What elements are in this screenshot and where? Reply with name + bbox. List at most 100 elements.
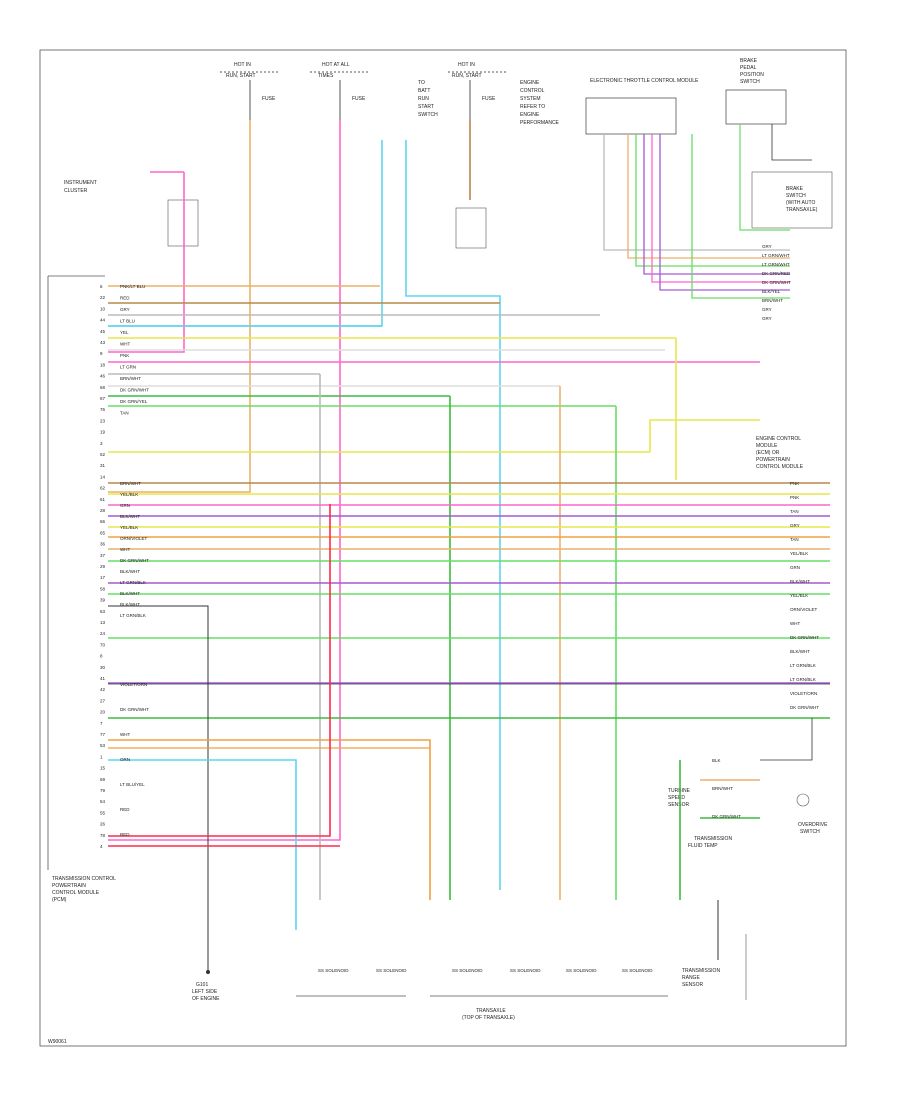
range-sensor-label-2: SENSOR (682, 982, 704, 988)
od-switch: OVERDRIVE SWITCH (796, 793, 828, 835)
wire-label-mid-6: WHT (120, 547, 130, 552)
pin-36: 42 (100, 687, 106, 692)
pin-8: 46 (100, 374, 106, 379)
tcc-label-2: (WITH AUTO (786, 200, 815, 206)
pin-2: 10 (100, 306, 106, 311)
cluster-label-1: CLUSTER (64, 188, 88, 194)
wire-label-rm-8: YEL/BLK (790, 593, 808, 598)
pcm-left-label: TRANSMISSION CONTROL POWERTRAIN CONTROL … (52, 876, 116, 903)
cluster-label: INSTRUMENT CLUSTER (64, 180, 97, 194)
pin-46: 54 (100, 799, 106, 804)
pin-29: 63 (100, 609, 106, 614)
pin-33: 8 (100, 654, 103, 659)
transaxle-label: TRANSAXLE (TOP OF TRANSAXLE) (462, 1008, 515, 1021)
wire-label-rm-13: LT GRN/BLK (790, 663, 816, 668)
pin-39: 7 (100, 721, 103, 726)
wire-label-rm-15: VIOLET/ORN (790, 691, 817, 696)
pin-6: 9 (100, 351, 103, 356)
pcm-right-label-2: (ECM) OR (756, 450, 780, 456)
pin-20: 28 (100, 508, 106, 513)
wire-label-top-0: PNK/LT BLU (120, 284, 145, 289)
wire-50 (659, 134, 790, 291)
pcm-left-label-0: TRANSMISSION CONTROL (52, 876, 116, 882)
wire-label-low-1: DK GRN/WHT (120, 707, 149, 712)
pin-18: 62 (100, 486, 106, 491)
pin-40: 77 (100, 732, 106, 737)
fuse-3-label-1: RUN, START (452, 73, 482, 79)
wire-0 (108, 120, 251, 493)
wire-label-mid-4: YEL/BLK (120, 525, 138, 530)
ign-note-3: START (418, 104, 434, 110)
cluster-box (167, 199, 199, 247)
brake-switch-label-1: PEDAL (740, 65, 757, 71)
pcm-note-3: REFER TO (520, 104, 545, 110)
pin-4: 45 (100, 329, 106, 334)
pin-43: 15 (100, 766, 106, 771)
pin-47: 55 (100, 810, 106, 815)
solenoid-label-2: SS SOLENOID (452, 968, 483, 973)
brake-switch-label-0: BRAKE (740, 58, 758, 64)
pin-35: 41 (100, 676, 106, 681)
etc-module-label: ELECTRONIC THROTTLE CONTROL MODULE (590, 78, 699, 84)
wire-label-rm-14: LT GRN/BLK (790, 677, 816, 682)
ground-g101: G101 LEFT SIDE OF ENGINE (192, 970, 220, 1002)
pin-37: 27 (100, 698, 106, 703)
wire-40 (108, 739, 431, 900)
pcm-right-label-3: POWERTRAIN (756, 457, 790, 463)
etc-module-box (585, 97, 677, 135)
wire-3 (405, 140, 501, 890)
fuse-2-label-0: HOT AT ALL (322, 62, 350, 68)
dtr-sensor-label: TRANSMISSION FLUID TEMP (688, 836, 732, 849)
fuse-1-label-0: HOT IN (234, 62, 251, 68)
pin-31: 24 (100, 631, 106, 636)
pcm-right-label-0: ENGINE CONTROL (756, 436, 801, 442)
wire-label-rm-4: TAN (790, 537, 799, 542)
range-sensor-label: TRANSMISSION RANGE SENSOR (682, 968, 720, 988)
transaxle-label-1: (TOP OF TRANSAXLE) (462, 1015, 515, 1021)
dtr-label-0: TRANSMISSION (694, 836, 732, 842)
fuse-2-label-1: TIMES (318, 73, 334, 79)
brake-switch-label: BRAKE PEDAL POSITION SWITCH (740, 58, 764, 85)
pin-15: 52 (100, 452, 106, 457)
od-switch-label-1: SWITCH (800, 829, 820, 835)
ign-note-4: SWITCH (418, 112, 438, 118)
pin-17: 14 (100, 474, 106, 479)
pin-10: 67 (100, 396, 106, 401)
wire-label-mid-7: DK GRN/WHT (120, 558, 149, 563)
pcm-note-5: PERFORMANCE (520, 120, 560, 126)
ign-note-0: TO (418, 80, 425, 86)
wire-label-rt-7: GRY (762, 307, 772, 312)
fuse-2: HOT AT ALL TIMES FUSE (310, 62, 370, 120)
pin-13: 19 (100, 430, 106, 435)
wire-24 (649, 419, 760, 452)
fuse-2-name: FUSE (352, 96, 366, 102)
wire-52 (739, 124, 790, 231)
pin-45: 79 (100, 788, 106, 793)
pcm-note-0: ENGINE (520, 80, 540, 86)
pin-0: 6 (100, 284, 103, 289)
wire-label-mid-10: BLK/WHT (120, 591, 140, 596)
wire-label-top-8: BRN/WHT (120, 376, 141, 381)
wire-label-mid-12: LT GRN/BLK (120, 613, 146, 618)
wire-label-rt-8: GRY (762, 316, 772, 321)
pin-44: 69 (100, 777, 106, 782)
wire-label-rm-12: BLK/WHT (790, 649, 810, 654)
wire-label-top-7: LT GRN (120, 365, 136, 370)
wire-label-low-4: LT BLU/YEL (120, 782, 145, 787)
wire-label-mid-9: LT GRN/BLK (120, 580, 146, 585)
wire-47 (635, 134, 790, 267)
wire-46 (627, 134, 790, 259)
tcc-label-1: SWITCH (786, 193, 806, 199)
wire-label-mid-5: ORN/VIOLET (120, 536, 148, 541)
wire-label-low-5: RED (120, 807, 130, 812)
wire-2 (108, 140, 383, 327)
wire-label-mid-1: YEL/BLK (120, 492, 138, 497)
pin-25: 29 (100, 564, 106, 569)
solenoid-label-1: SS SOLENOID (376, 968, 407, 973)
pin-24: 37 (100, 553, 106, 558)
brake-switch-label-3: SWITCH (740, 79, 760, 85)
pcm-power-note: ENGINE CONTROL SYSTEM REFER TO ENGINE PE… (520, 80, 560, 126)
od-switch-label-0: OVERDRIVE (798, 822, 828, 828)
pin-27: 58 (100, 586, 106, 591)
